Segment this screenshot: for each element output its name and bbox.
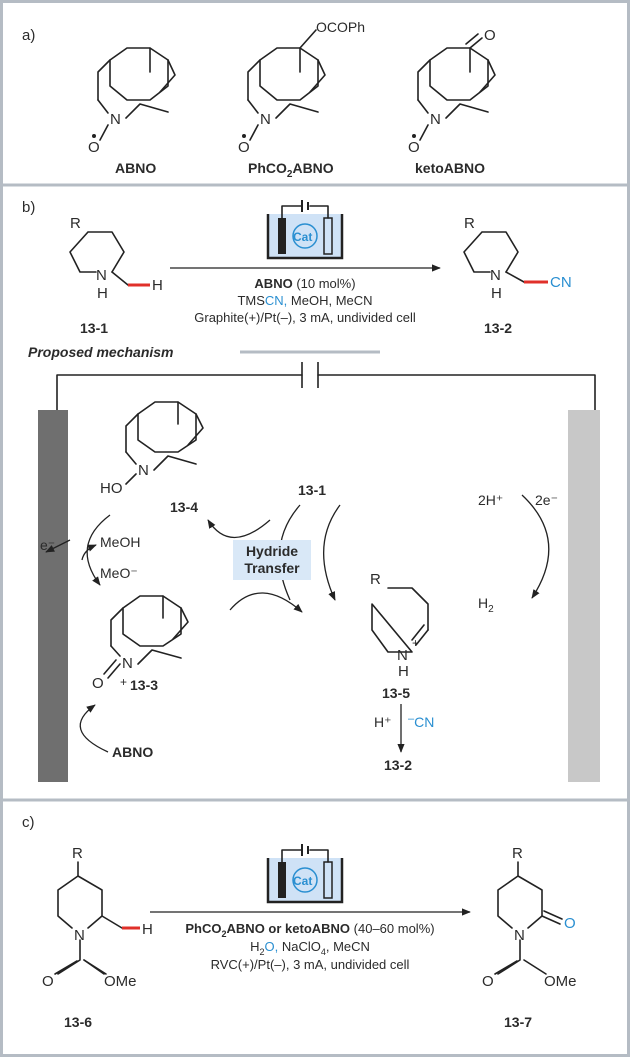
circuit-wire xyxy=(56,374,596,411)
b-product-label: 13-2 xyxy=(484,320,512,336)
b-r-label: R xyxy=(70,215,81,232)
phco2abno-structure: N O OCOPh xyxy=(238,19,365,156)
iminium-n: N xyxy=(397,647,408,664)
b-cond-catalyst: ABNO (10 mol%) xyxy=(254,276,355,291)
compound-abno: ABNO xyxy=(115,160,156,176)
b-prod-n: N xyxy=(490,267,501,284)
mech-substrate: 13-1 xyxy=(298,482,326,498)
b-cond-electrodes: Graphite(+)/Pt(–), 3 mA, undivided cell xyxy=(194,310,416,325)
c-product-label: 13-7 xyxy=(504,1014,532,1030)
c-cond-solvent: H2O, NaClO4, MeCN xyxy=(250,939,370,957)
c-start-h: H xyxy=(142,921,153,938)
piperidine-13-1: R N H H xyxy=(69,215,163,302)
label-13-4: 13-4 xyxy=(170,499,198,515)
abno-structure: N O xyxy=(88,47,176,156)
panel-c-label: c) xyxy=(22,814,35,831)
cat-label-b: Cat xyxy=(293,230,312,244)
ketone-oxygen: O xyxy=(484,27,496,44)
two-e-minus: 2e⁻ xyxy=(535,492,558,508)
ketoabno-o-atom: O xyxy=(408,139,420,156)
panel-b-label: b) xyxy=(22,199,35,216)
b-cond-reagents: TMSCN, MeOH, MeCN xyxy=(237,293,372,308)
abno-n-atom: N xyxy=(110,111,121,128)
hydride-line2: Transfer xyxy=(244,560,300,576)
oxoammonium-13-3: N O + xyxy=(92,595,189,692)
h-plus: H⁺ xyxy=(374,714,392,730)
abno-o-atom: O xyxy=(88,139,100,156)
c-start-ome: OMe xyxy=(104,973,137,990)
mechanism-title: Proposed mechanism xyxy=(28,344,174,360)
hydride-transfer-box xyxy=(233,540,311,580)
compound-phco2abno: PhCO2ABNO xyxy=(248,160,334,180)
iminium-r: R xyxy=(370,571,381,588)
electrochem-cell-icon-c: Cat xyxy=(266,844,344,904)
b-prod-r: R xyxy=(464,215,475,232)
meo-minus: MeO⁻ xyxy=(100,565,138,581)
h2: H2 xyxy=(478,595,494,615)
b-prod-cn: CN xyxy=(550,274,572,291)
two-h-plus: 2H⁺ xyxy=(478,492,503,508)
c-prod-o: O xyxy=(482,973,494,990)
b-nh-n: N xyxy=(96,267,107,284)
iminium-h: H xyxy=(398,663,409,680)
ketoabno-structure: N O O xyxy=(408,27,496,156)
hydride-line1: Hydride xyxy=(246,543,298,559)
c-prod-ome: OMe xyxy=(544,973,577,990)
cat-label-c: Cat xyxy=(293,874,312,888)
b-start-label: 13-1 xyxy=(80,320,108,336)
label-13-5: 13-5 xyxy=(382,685,410,701)
c-cond-catalyst: PhCO2ABNO or ketoABNO (40–60 mol%) xyxy=(185,921,434,939)
iminium-13-5: R N + H xyxy=(370,571,429,680)
anode xyxy=(38,410,68,782)
o-atom-13-3: O xyxy=(92,675,104,692)
cathode xyxy=(568,410,600,782)
c-prod-n: N xyxy=(514,927,525,944)
ketoabno-n-atom: N xyxy=(430,111,441,128)
phco2abno-o-atom: O xyxy=(238,139,250,156)
c-cond-electrodes: RVC(+)/Pt(–), 3 mA, undivided cell xyxy=(211,957,410,972)
hydroxylamine-13-4: N HO xyxy=(100,401,204,497)
product-13-2: R N H CN xyxy=(463,215,572,302)
mech-abno: ABNO xyxy=(112,744,153,760)
c-start-r: R xyxy=(72,845,83,862)
phco2abno-n-atom: N xyxy=(260,111,271,128)
lactam-13-7: R N O O OMe xyxy=(482,845,577,990)
carbamate-13-6: R N H O OMe xyxy=(42,845,153,990)
c-prod-r: R xyxy=(512,845,523,862)
c-start-n: N xyxy=(74,927,85,944)
n-atom-13-3: N xyxy=(122,655,133,672)
anode-e-minus: e⁻ xyxy=(40,537,55,553)
plus-13-3: + xyxy=(120,675,127,689)
c-prod-ketone-o: O xyxy=(564,915,576,932)
iminium-plus: + xyxy=(412,636,419,650)
c-start-o: O xyxy=(42,973,54,990)
electrochem-cell-icon-b: Cat xyxy=(266,200,344,260)
b-prod-h: H xyxy=(491,285,502,302)
n-atom-13-4: N xyxy=(138,462,149,479)
compound-ketoabno: ketoABNO xyxy=(415,160,485,176)
cyanide: –CN xyxy=(408,713,434,730)
panel-a-label: a) xyxy=(22,27,35,44)
ocoph-substituent: OCOPh xyxy=(316,19,365,35)
c-start-label: 13-6 xyxy=(64,1014,92,1030)
b-nh-h: H xyxy=(97,285,108,302)
b-ch-h: H xyxy=(152,277,163,294)
mech-product: 13-2 xyxy=(384,757,412,773)
meoh: MeOH xyxy=(100,534,140,550)
label-13-3: 13-3 xyxy=(130,677,158,693)
ho-label: HO xyxy=(100,480,123,497)
